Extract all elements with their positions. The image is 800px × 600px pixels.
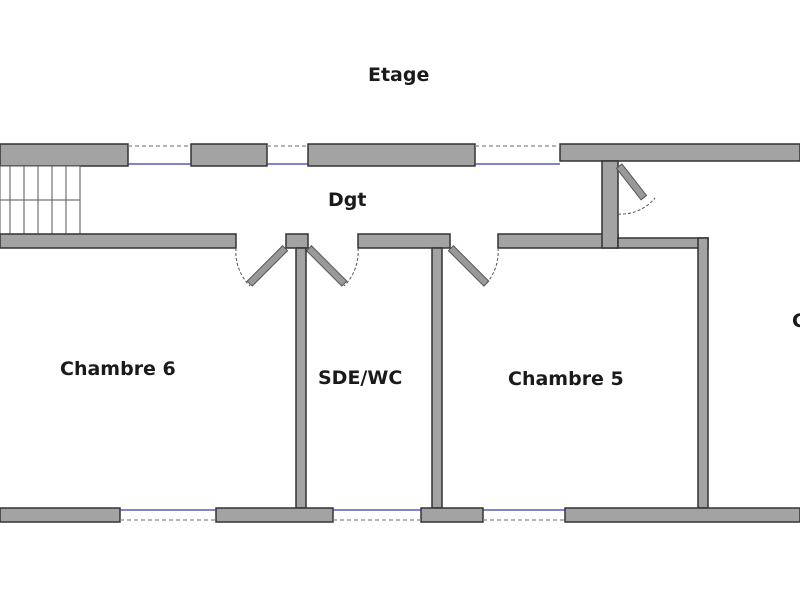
room-label-bedroom-5: Chambre 5	[508, 368, 624, 390]
hallway-doors	[246, 245, 490, 287]
exterior-walls-top	[0, 143, 800, 167]
floor-title: Etage	[368, 64, 430, 86]
windows-bottom	[120, 509, 565, 521]
hallway-walls	[0, 160, 709, 249]
room-label-bathroom: SDE/WC	[318, 367, 403, 389]
room-label-bedroom-6: Chambre 6	[60, 358, 176, 380]
closet-door	[615, 163, 656, 215]
staircase	[0, 165, 81, 235]
exterior-walls-bottom	[0, 507, 800, 523]
room-label-hallway: Dgt	[328, 189, 367, 211]
door-swings	[235, 247, 499, 287]
room-label-cut-fragment: C	[792, 310, 800, 332]
windows-top	[128, 145, 560, 165]
